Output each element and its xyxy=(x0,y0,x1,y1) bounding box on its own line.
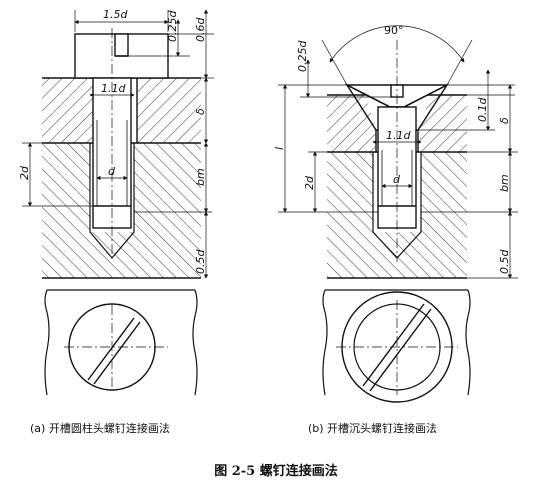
right-dim-slot-depth: 0.25d xyxy=(296,40,309,72)
left-dim-thread-len: 2d xyxy=(18,165,31,180)
left-drawing: 1.5d 0.25d 0.6d δ 1.1d 2d d bm 0.5d xyxy=(18,8,214,279)
right-drawing: 90° 0.25d 0.1d δ l 1.1d 2d d bm 0.5d xyxy=(273,24,518,279)
right-dim-delta: δ xyxy=(498,117,511,124)
left-dim-head-width: 1.5d xyxy=(103,8,128,21)
left-dim-slot-depth: 0.25d xyxy=(166,10,179,42)
left-dim-d: d xyxy=(108,165,116,178)
left-plan-view xyxy=(44,289,198,396)
figure-title: 图 2-5 螺钉连接画法 xyxy=(214,464,338,479)
right-dim-csk-gap: 0.1d xyxy=(476,97,489,122)
left-caption: (a) 开槽圆柱头螺钉连接画法 xyxy=(30,422,170,435)
right-dim-length: l xyxy=(273,147,286,150)
right-dim-end: 0.5d xyxy=(498,249,511,274)
right-dim-d: d xyxy=(393,173,401,186)
right-lower-part xyxy=(327,152,467,278)
left-dim-bm: bm xyxy=(194,168,207,186)
left-dim-head-height: 0.6d xyxy=(194,17,207,42)
right-dim-bm: bm xyxy=(498,174,511,192)
right-upper-plate xyxy=(327,95,467,152)
left-lower-part xyxy=(42,143,201,278)
right-caption: (b) 开槽沉头螺钉连接画法 xyxy=(308,422,438,435)
left-dim-end: 0.5d xyxy=(194,249,207,274)
right-dim-angle: 90° xyxy=(384,24,404,37)
left-dim-clearance: 1.1d xyxy=(101,82,126,95)
right-plan-view xyxy=(322,289,471,403)
left-dim-delta: δ xyxy=(194,108,207,115)
right-dim-clearance: 1.1d xyxy=(386,129,411,142)
right-dim-thread-len: 2d xyxy=(303,175,316,190)
